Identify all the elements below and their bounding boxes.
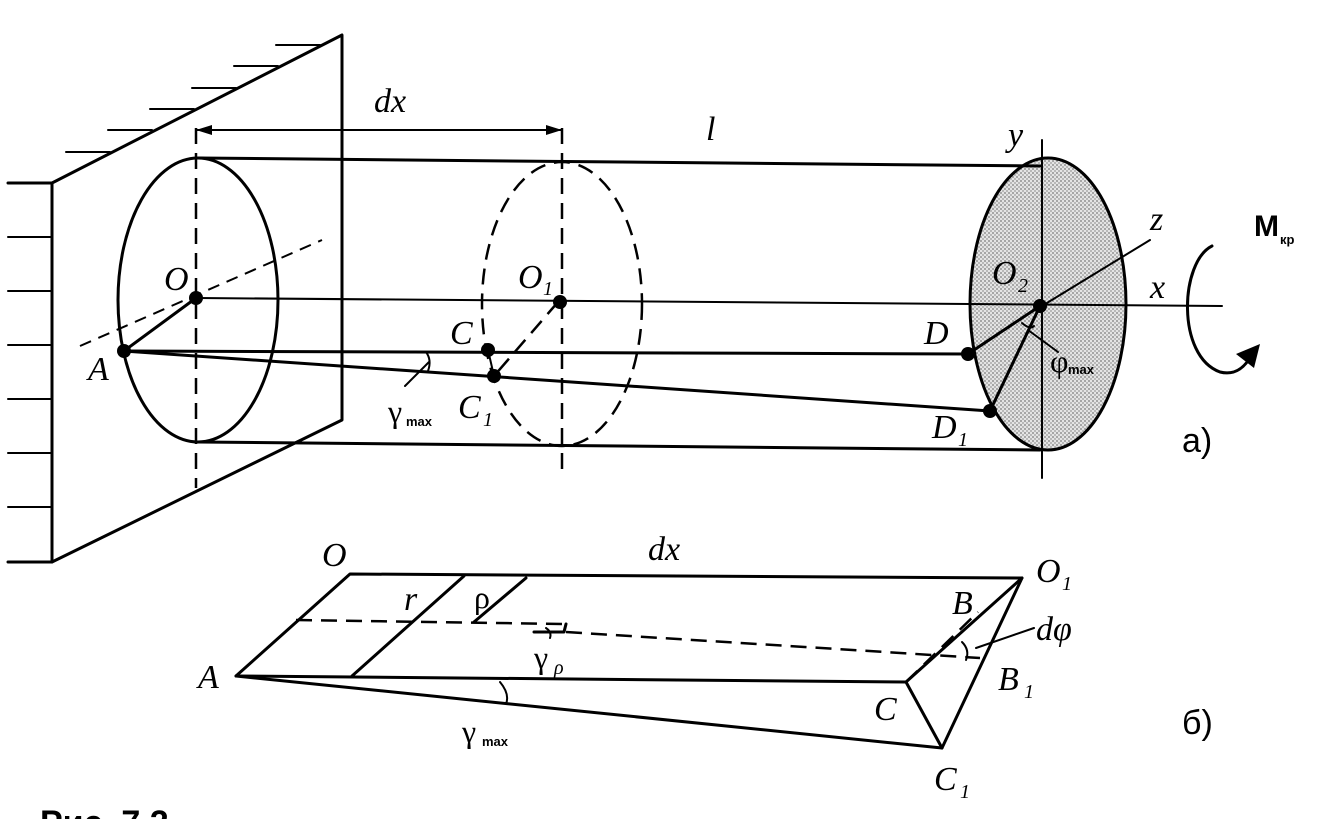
panel-b-label: б) [1182, 704, 1213, 742]
label-phi-max: φ [1050, 343, 1068, 379]
point-O1 [553, 295, 567, 309]
label-b-B: B [952, 585, 973, 622]
label-b-C1-sub: 1 [960, 781, 970, 803]
label-b-B1: B [998, 661, 1019, 698]
label-dx-b: dx [648, 531, 680, 568]
label-b-C1: C [934, 761, 957, 798]
label-dphi: dφ [1036, 611, 1072, 648]
angle-marks [499, 627, 1035, 705]
label-C: C [450, 315, 473, 352]
label-phi-max-sub: max [1068, 362, 1095, 377]
label-gamma-max-a: γ [387, 393, 402, 429]
label-dx-a: dx [374, 83, 406, 120]
point-O2 [1033, 299, 1047, 313]
label-O2: O [992, 255, 1017, 292]
label-C1-sub: 1 [483, 409, 493, 431]
generators [122, 296, 1059, 413]
label-O2-sub: 2 [1018, 275, 1028, 297]
label-D: D [923, 315, 949, 352]
label-O1: O [518, 259, 543, 296]
label-moment: M [1254, 210, 1279, 243]
figure-caption: Рис. 7.2 [40, 804, 169, 819]
label-A: A [86, 351, 109, 388]
panel-b: O dx O 1 A r ρ γ ρ B dφ B 1 C C 1 γ max … [196, 531, 1213, 803]
label-moment-sub: кр [1280, 232, 1295, 247]
panel-a-label: а) [1182, 422, 1212, 460]
label-D1: D [931, 409, 957, 446]
label-b-A: A [196, 659, 219, 696]
label-gamma-p: γ [533, 639, 548, 675]
label-b-O1-sub: 1 [1062, 573, 1072, 595]
points [117, 291, 1047, 418]
point-A [117, 344, 131, 358]
label-gamma-max-b: γ [461, 713, 476, 749]
label-b-C: C [874, 691, 897, 728]
point-D1 [983, 404, 997, 418]
label-gamma-p-sub: ρ [553, 657, 564, 679]
label-gamma-max-a-sub: max [406, 414, 433, 429]
label-b-B1-sub: 1 [1024, 681, 1034, 703]
label-O1-sub: 1 [543, 278, 553, 300]
label-r: r [404, 581, 418, 618]
label-b-O: O [322, 537, 347, 574]
wall-hatching [7, 44, 321, 508]
point-C [481, 343, 495, 357]
point-O [189, 291, 203, 305]
label-y-axis: y [1005, 117, 1024, 154]
label-C1: C [458, 389, 481, 426]
panel-a: dx l y z x M кр O A O 1 C C 1 O 2 D D 1 … [6, 33, 1295, 564]
label-l: l [706, 111, 715, 148]
label-O: O [164, 261, 189, 298]
point-C1 [487, 369, 501, 383]
torque-arrow [1186, 244, 1260, 375]
dimension-dx [194, 125, 564, 488]
label-rho: ρ [474, 579, 490, 615]
fixed-wall [6, 33, 344, 564]
label-b-O1: O [1036, 553, 1061, 590]
label-z-axis: z [1149, 201, 1163, 238]
label-x-axis: x [1149, 269, 1165, 306]
label-D1-sub: 1 [958, 429, 968, 451]
dashed-lines [295, 611, 981, 683]
point-D [961, 347, 975, 361]
wedge [234, 572, 1024, 750]
label-gamma-max-b-sub: max [482, 734, 509, 749]
